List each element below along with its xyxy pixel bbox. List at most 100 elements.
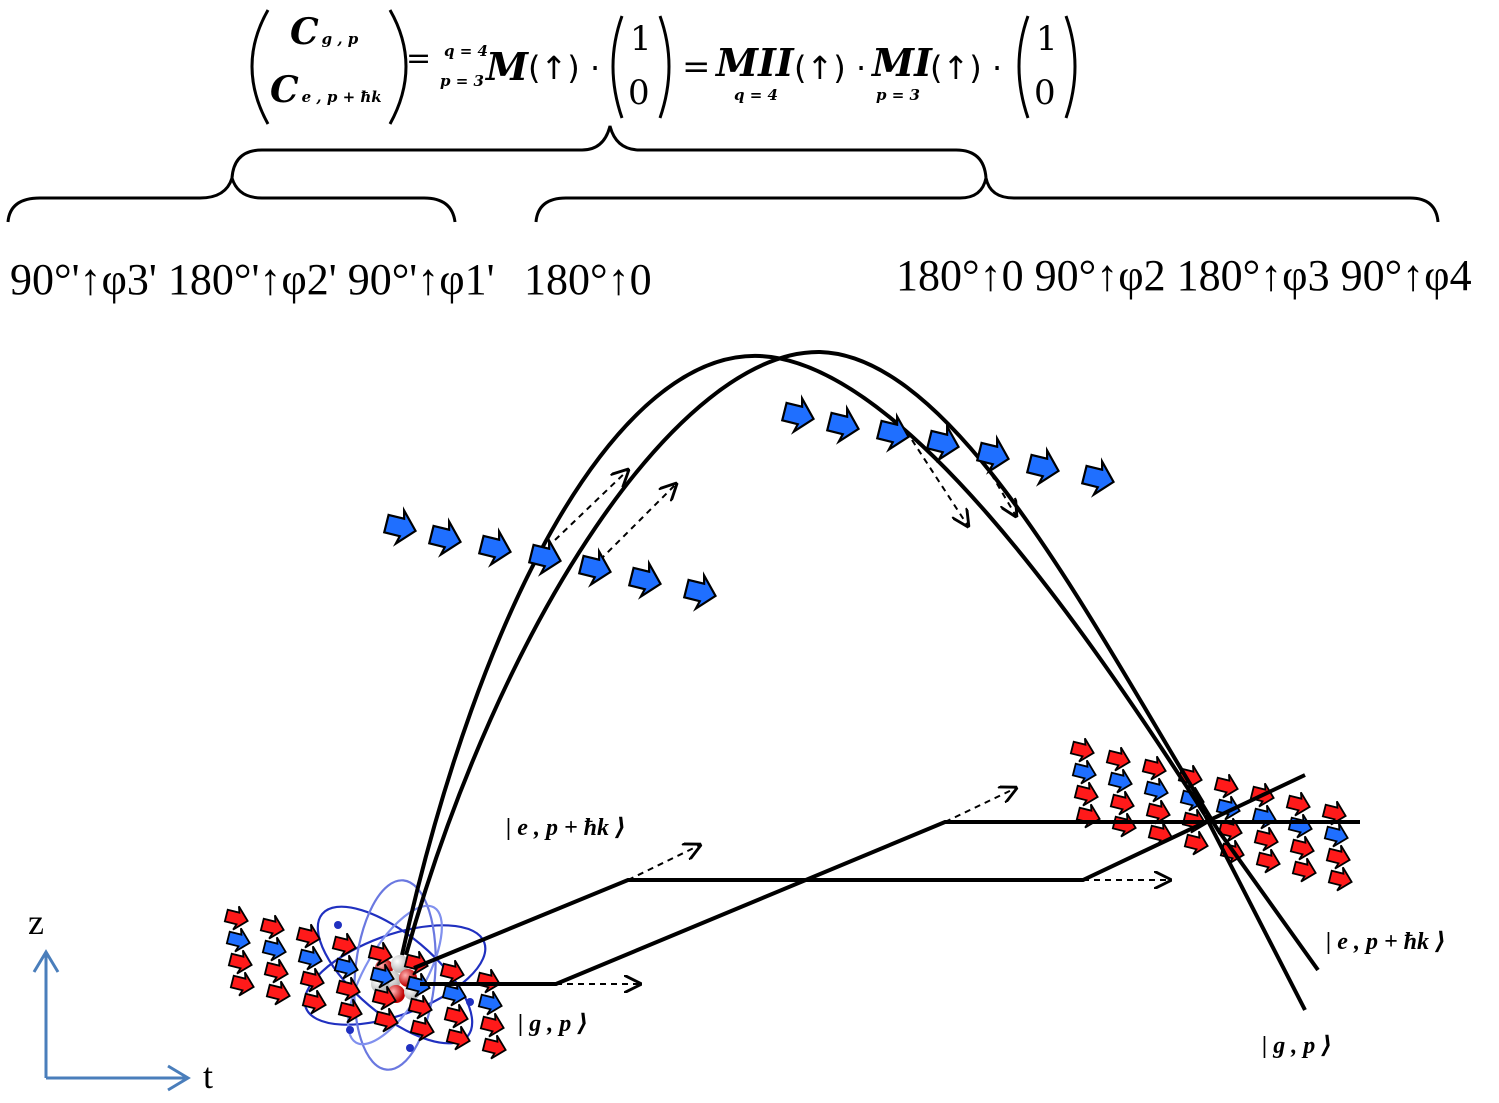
- sequence-left: 90°'↑φ3' 180°'↑φ2' 90°'↑φ1': [10, 255, 495, 304]
- matrix-mii: MII: [716, 40, 794, 85]
- equals-sign-2: =: [682, 47, 711, 87]
- mii-subscript: q = 4: [734, 86, 778, 104]
- arc-outer: [400, 353, 1207, 956]
- left-brace: [6, 172, 457, 223]
- blue-pulse-arrow-icon: [626, 559, 666, 602]
- momentum-arrows: [554, 439, 1170, 984]
- red-pulse-arrow-icon: [222, 903, 252, 934]
- mi-subscript: p = 3: [876, 86, 920, 104]
- blue-pulse-arrow-icon: [224, 925, 254, 956]
- atom-trajectories: [400, 349, 1360, 1011]
- arrow-argument-1: (↑) ·: [528, 49, 601, 87]
- blue-pulse-arrow-icon: [426, 517, 466, 560]
- red-pulse-arrow-icon: [1068, 735, 1098, 766]
- red-pulse-arrow-icon: [258, 912, 288, 943]
- red-pulse-arrow-icon: [264, 978, 294, 1009]
- arc-inner: [404, 349, 1320, 972]
- blue-pulse-arrow-icon: [476, 988, 506, 1019]
- lower-horizontal-path: [420, 820, 1360, 986]
- z-axis-label: z: [28, 902, 44, 942]
- blue-pulse-arrow-icon: [1106, 766, 1136, 797]
- coordinate-axes: [32, 949, 191, 1092]
- final-pulse-cluster: [1068, 735, 1356, 895]
- blue-pulse-arrow-icon: [1286, 811, 1316, 842]
- blue-pulse-arrow-icon: [924, 422, 964, 465]
- vector-right-paren: [388, 9, 408, 125]
- equals-sign-1: =: [406, 41, 432, 76]
- red-pulse-arrow-icon: [1326, 864, 1356, 895]
- blue-pulse-arrow-icon: [681, 571, 721, 614]
- state-label-ground-lower: | g , p ⟩: [518, 1011, 589, 1037]
- sequence-right: 180°↑0 90°↑φ2 180°↑φ3 90°↑φ4: [896, 251, 1472, 300]
- blue-pulse-arrow-icon: [1142, 775, 1172, 806]
- blue-pulse-arrow-icon: [974, 434, 1014, 477]
- atom-icon: [303, 879, 487, 1071]
- red-pulse-arrow-icon: [1290, 855, 1320, 886]
- red-pulse-arrow-icon: [1212, 771, 1242, 802]
- blue-pulse-arrow-icon: [576, 547, 616, 590]
- red-pulse-arrow-icon: [480, 1032, 510, 1063]
- red-pulse-arrow-icon: [1288, 833, 1318, 864]
- blue-pulse-arrow-icon: [381, 506, 421, 549]
- vector2-bottom: 0: [1034, 73, 1056, 113]
- red-pulse-arrow-icon: [1324, 842, 1354, 873]
- red-pulse-arrow-icon: [442, 1001, 472, 1032]
- vector2-top: 1: [1036, 19, 1058, 59]
- red-pulse-arrow-icon: [408, 1014, 438, 1045]
- red-pulse-arrow-icon: [330, 930, 360, 961]
- blue-pulse-arrow-icon: [1024, 446, 1064, 489]
- product-lower-limit: p = 3: [440, 72, 484, 90]
- red-pulse-arrow-icon: [1072, 779, 1102, 810]
- red-pulse-arrow-icon: [1110, 810, 1140, 841]
- blue-pulse-arrow-icon: [824, 404, 864, 447]
- vector-left-paren: [250, 9, 270, 125]
- red-pulse-arrow-icon: [1254, 846, 1284, 877]
- state-label-ground-right: | g , p ⟩: [1262, 1033, 1333, 1059]
- red-pulse-arrow-icon: [1182, 828, 1212, 859]
- blue-pulse-arrow-icon: [296, 943, 326, 974]
- red-pulse-arrow-icon: [478, 1010, 508, 1041]
- equation-brackets: [6, 9, 1440, 223]
- red-pulse-arrow-icon: [1284, 789, 1314, 820]
- red-pulse-arrow-icon: [1252, 824, 1282, 855]
- matrix-m: M: [486, 44, 529, 89]
- blue-pulse-arrow-icon: [1079, 457, 1119, 500]
- blue-pulse-arrow-icon: [1322, 820, 1352, 851]
- red-pulse-arrow-icon: [474, 966, 504, 997]
- red-pulse-arrow-icon: [228, 969, 258, 1000]
- matrix-mi: MI: [872, 40, 932, 85]
- upper-brace: [230, 125, 988, 179]
- pulse-train-2: [779, 394, 1119, 500]
- blue-pulse-arrow-icon: [260, 934, 290, 965]
- arrow-argument-2: (↑) ·: [794, 49, 867, 87]
- t-axis-label: t: [203, 1056, 214, 1096]
- red-pulse-arrow-icon: [262, 956, 292, 987]
- red-pulse-arrow-icon: [1108, 788, 1138, 819]
- arc-inner-continue: [1203, 814, 1307, 1011]
- red-pulse-arrow-icon: [1140, 753, 1170, 784]
- t-axis-arrowhead-icon: [167, 1064, 191, 1092]
- state-label-excited-upper: | e , p + ħk ⟩: [506, 815, 626, 841]
- arrow-argument-3: (↑) ·: [930, 49, 1003, 87]
- state-label-excited-right: | e , p + ħk ⟩: [1326, 929, 1446, 955]
- red-pulse-arrow-icon: [226, 947, 256, 978]
- z-axis-arrowhead-icon: [32, 949, 60, 973]
- blue-pulse-arrow-icon: [1070, 757, 1100, 788]
- upper-horizontal-path: [413, 773, 1306, 970]
- red-pulse-arrow-icon: [1104, 744, 1134, 775]
- blue-pulse-arrow-icon: [779, 394, 819, 437]
- red-pulse-arrow-icon: [444, 1023, 474, 1054]
- middle-brace: [534, 177, 988, 223]
- red-pulse-arrow-icon: [372, 1005, 402, 1036]
- blue-pulse-arrow-icon: [1250, 802, 1280, 833]
- red-pulse-arrow-icon: [1074, 801, 1104, 832]
- sequence-middle: 180°↑0: [524, 255, 652, 304]
- blue-pulse-arrow-icon: [476, 527, 516, 570]
- vector1-top: 1: [630, 19, 652, 59]
- right-brace: [984, 177, 1440, 223]
- vector1-bottom: 0: [628, 73, 650, 113]
